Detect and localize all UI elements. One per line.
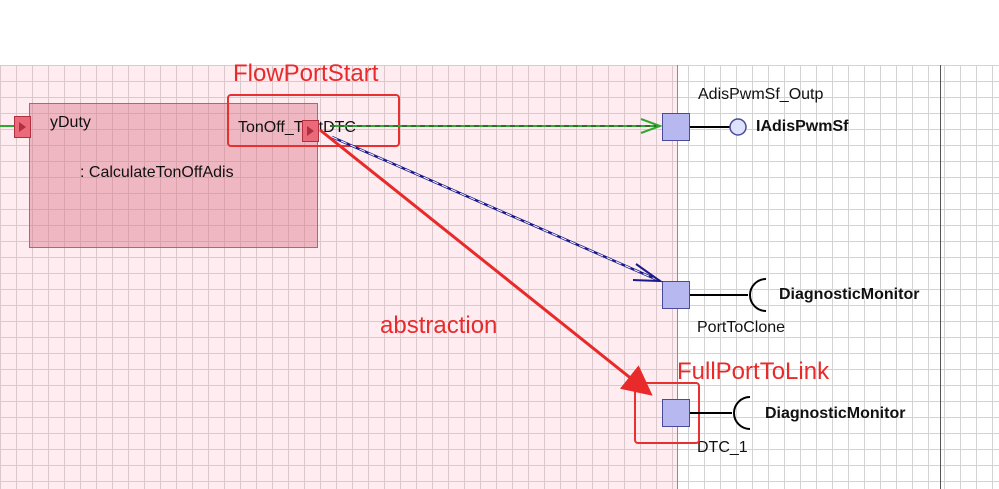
port-to-clone-label: PortToClone xyxy=(697,319,786,336)
dtc-1-label: DTC_1 xyxy=(697,439,748,456)
flow-port-out-label: TonOff_TestDTC xyxy=(238,119,356,136)
abstraction-annotation: abstraction xyxy=(380,312,498,339)
flow-connector[interactable] xyxy=(330,118,663,134)
socket-icon-1 xyxy=(690,278,767,312)
socket-icon-2 xyxy=(690,396,751,430)
flow-port-in[interactable] xyxy=(14,116,31,138)
abstraction-arrow xyxy=(319,128,653,396)
grid-background xyxy=(0,65,999,489)
dtc-1-port[interactable] xyxy=(662,399,690,427)
flow-port-start-highlight xyxy=(227,94,400,147)
adis-pwm-sf-port-label: AdisPwmSf_Outp xyxy=(698,86,824,103)
component-region xyxy=(0,65,678,489)
flow-port-in-label: yDuty xyxy=(50,114,91,131)
frame-border xyxy=(940,65,941,489)
iadis-pwm-sf-interface-label: IAdisPwmSf xyxy=(756,118,849,135)
diagnostic-monitor-interface-label-1: DiagnosticMonitor xyxy=(779,286,920,303)
calculate-ton-off-adis-block[interactable] xyxy=(29,103,318,248)
port-to-clone-port[interactable] xyxy=(662,281,690,309)
flow-port-out[interactable] xyxy=(302,120,319,142)
full-port-to-link-annotation: FullPortToLink xyxy=(677,358,830,385)
diagnostic-monitor-interface-label-2: DiagnosticMonitor xyxy=(765,405,906,422)
adis-pwm-sf-port[interactable] xyxy=(662,113,690,141)
block-name: : CalculateTonOffAdis xyxy=(80,164,234,181)
dependency-connector[interactable] xyxy=(331,135,664,283)
flow-port-start-annotation: FlowPortStart xyxy=(233,60,379,87)
lollipop-icon xyxy=(690,118,747,136)
